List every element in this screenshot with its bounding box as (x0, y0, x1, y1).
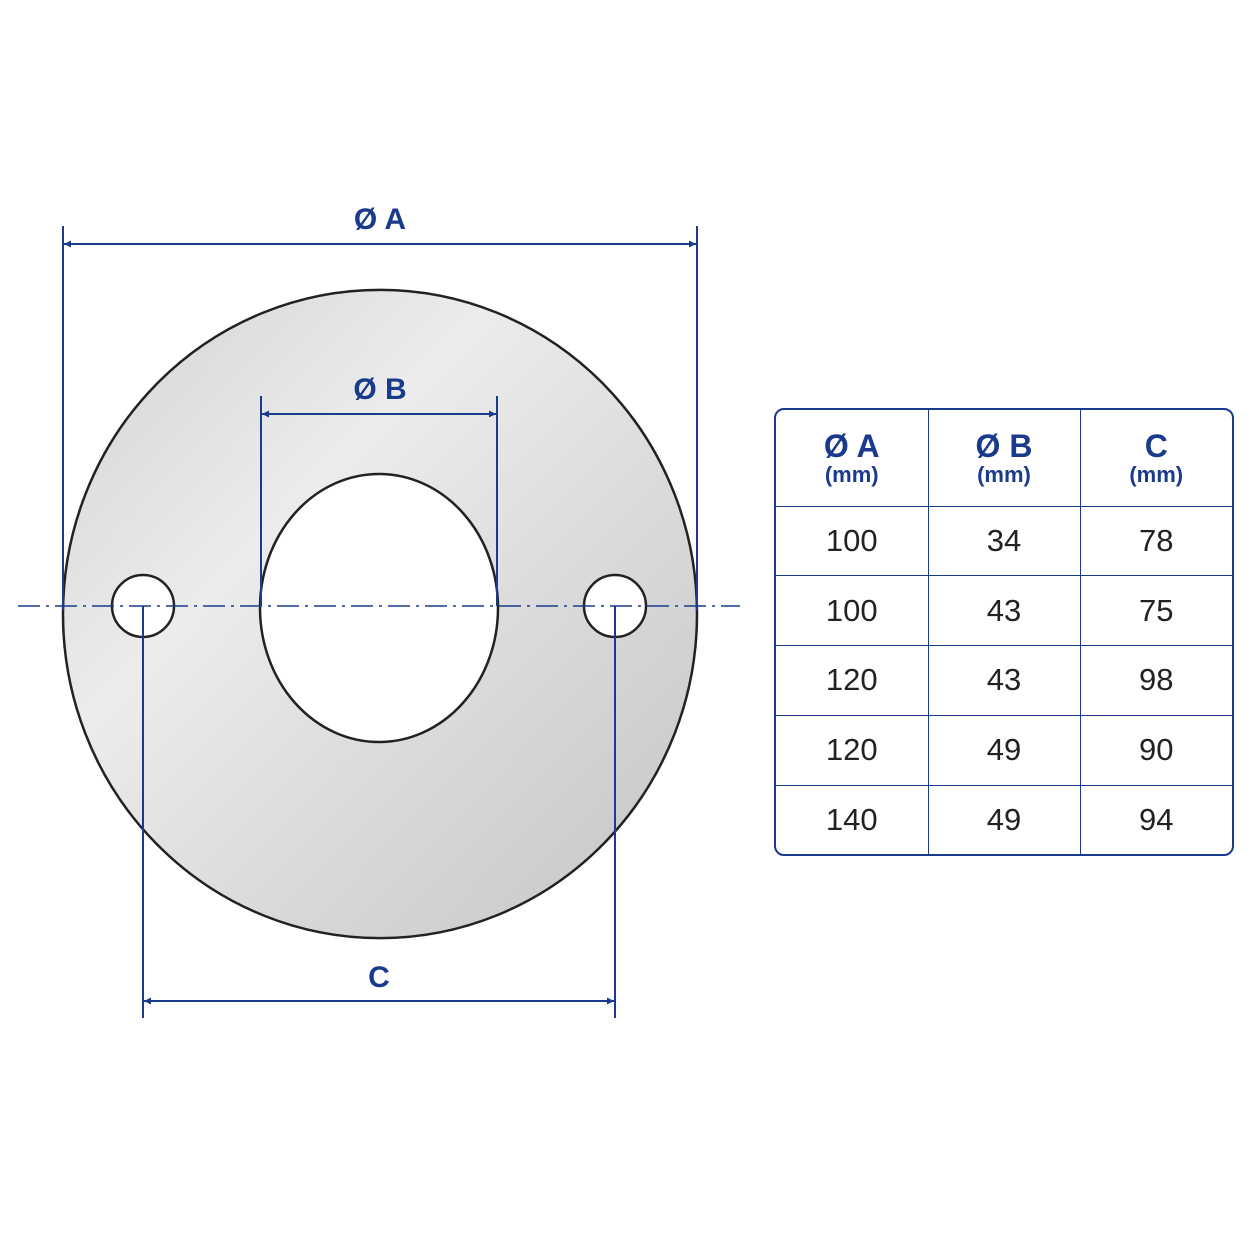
dimension-b (260, 396, 498, 606)
table-cell: 90 (1079, 714, 1232, 786)
table-cell: 98 (1079, 645, 1232, 716)
table-cell: 100 (776, 575, 929, 647)
table-cell: 120 (776, 714, 929, 786)
flange-plate (61, 288, 699, 940)
table-cell: 43 (927, 645, 1081, 716)
dimension-c (142, 606, 616, 1018)
table-cell: 78 (1079, 505, 1232, 577)
header-unit: (mm) (977, 461, 1031, 487)
table-cell: 34 (927, 505, 1081, 577)
table-cell: 140 (776, 784, 929, 854)
table-cell: 75 (1079, 575, 1232, 647)
header-cell: Ø B (mm) (927, 410, 1081, 507)
table-row: 120 49 90 (776, 714, 1232, 786)
table-cell: 120 (776, 645, 929, 716)
header-cell: Ø A (mm) (776, 410, 929, 507)
dimension-a-label: Ø A (354, 203, 406, 236)
table-header-row: Ø A (mm) Ø B (mm) C (mm) (776, 410, 1232, 507)
header-cell: C (mm) (1079, 410, 1232, 507)
table-cell: 49 (927, 784, 1081, 854)
table-cell: 49 (927, 714, 1081, 786)
dimension-table: Ø A (mm) Ø B (mm) C (mm) 100 34 78 (774, 408, 1234, 856)
table-cell: 43 (927, 575, 1081, 647)
dimension-b-label: Ø B (353, 373, 406, 406)
dimension-a (62, 226, 698, 610)
header-name: Ø A (823, 427, 880, 464)
table-row: 100 43 75 (776, 575, 1232, 647)
header-name: Ø B (975, 427, 1033, 464)
table-cell: 94 (1079, 784, 1232, 854)
table-cell: 100 (776, 505, 929, 577)
table-row: 140 49 94 (776, 784, 1232, 854)
header-unit: (mm) (1129, 461, 1184, 487)
dimension-c-label: C (368, 961, 390, 994)
header-unit: (mm) (824, 461, 879, 487)
table-row: 120 43 98 (776, 645, 1232, 716)
header-name: C (1144, 427, 1168, 464)
table-row: 100 34 78 (776, 505, 1232, 577)
